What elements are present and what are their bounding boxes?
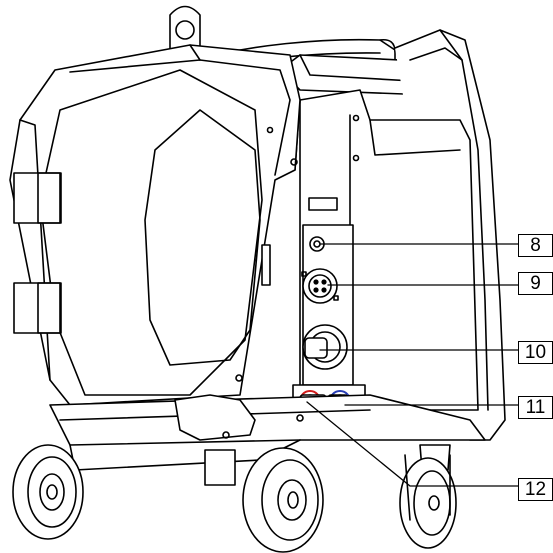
connector-10-gland xyxy=(302,324,348,370)
hinges xyxy=(13,172,62,334)
side-slot xyxy=(261,244,271,286)
callout-8-label: 8 xyxy=(530,234,541,256)
callout-11: 11 xyxy=(518,396,553,419)
callout-12-label: 12 xyxy=(524,478,547,500)
connector-9-socket xyxy=(301,268,339,304)
wheel-front-left xyxy=(12,444,84,540)
callout-10-label: 10 xyxy=(524,341,547,363)
callout-10: 10 xyxy=(518,341,553,364)
callout-9: 9 xyxy=(518,272,553,295)
leader-line-12 xyxy=(306,401,519,487)
castor-wheel-rear xyxy=(399,444,457,549)
callout-8: 8 xyxy=(518,234,553,257)
wheel-front-right xyxy=(242,447,324,553)
chassis-base xyxy=(49,394,486,486)
callout-11-label: 11 xyxy=(525,396,546,418)
leader-lines xyxy=(306,243,519,487)
callout-9-label: 9 xyxy=(530,272,541,294)
callout-12: 12 xyxy=(518,478,553,501)
side-housing xyxy=(9,44,301,412)
